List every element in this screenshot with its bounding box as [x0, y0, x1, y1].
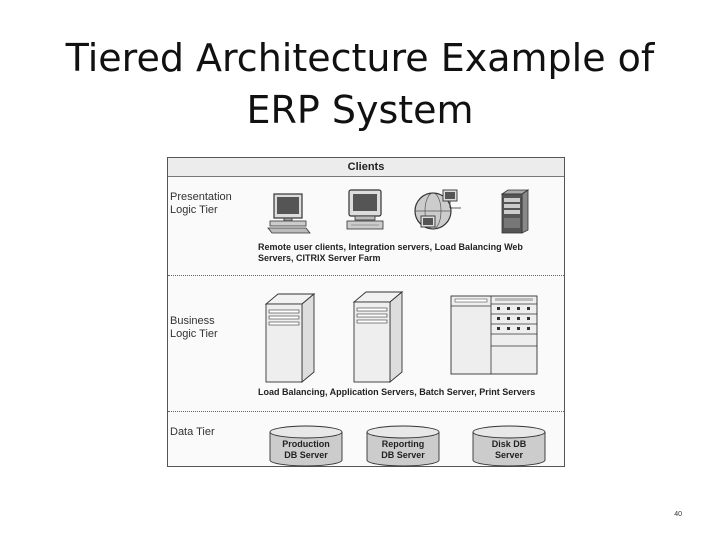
presentation-tier-label-line-1: Presentation [170, 191, 232, 203]
presentation-tier-label: Presentation Logic Tier [170, 191, 232, 217]
business-tier-label: Business Logic Tier [170, 315, 218, 341]
tower-server-icon [500, 189, 530, 234]
slide-title-line-2: ERP System [246, 88, 474, 132]
architecture-diagram: Clients Presentation Logic Tier [167, 157, 565, 467]
production-db-label: Production DB Server [268, 439, 344, 461]
reporting-db-label-line-1: Reporting [381, 439, 425, 449]
slide-title-line-1: Tiered Architecture Example of [65, 36, 655, 80]
production-db-label-line-1: Production [282, 439, 330, 449]
database-icon [472, 425, 546, 467]
presentation-tier-caption-line-2: Servers, CITRIX Server Farm [258, 253, 381, 263]
database-icon [269, 425, 343, 467]
disk-db-label: Disk DB Server [471, 439, 547, 461]
disk-db-label-line-1: Disk DB [491, 439, 527, 449]
disk-db-label-line-2: Server [494, 450, 524, 460]
rack-server-icon [450, 295, 538, 375]
slide-title: Tiered Architecture Example of ERP Syste… [0, 32, 720, 136]
network-clients-icon [414, 189, 461, 230]
presentation-tier-label-line-2: Logic Tier [170, 204, 218, 216]
tier-divider [168, 411, 564, 412]
tower-server-icon [264, 293, 316, 383]
presentation-tier-caption: Remote user clients, Integration servers… [258, 242, 523, 264]
business-tier-caption: Load Balancing, Application Servers, Bat… [258, 387, 536, 397]
reporting-db-label: Reporting DB Server [365, 439, 441, 461]
business-tier-label-line-1: Business [170, 315, 215, 327]
presentation-tier-caption-line-1: Remote user clients, Integration servers… [258, 242, 523, 252]
workstation-icon [267, 193, 311, 234]
page-number: 40 [674, 511, 682, 518]
clients-header: Clients [168, 158, 564, 177]
data-tier-label: Data Tier [170, 426, 215, 438]
desktop-pc-icon [346, 189, 384, 230]
reporting-db-label-line-2: DB Server [381, 450, 425, 460]
production-db-label-line-2: DB Server [284, 450, 328, 460]
business-tier-label-line-2: Logic Tier [170, 328, 218, 340]
database-icon [366, 425, 440, 467]
tower-server-icon [352, 291, 404, 383]
tier-divider [168, 275, 564, 276]
